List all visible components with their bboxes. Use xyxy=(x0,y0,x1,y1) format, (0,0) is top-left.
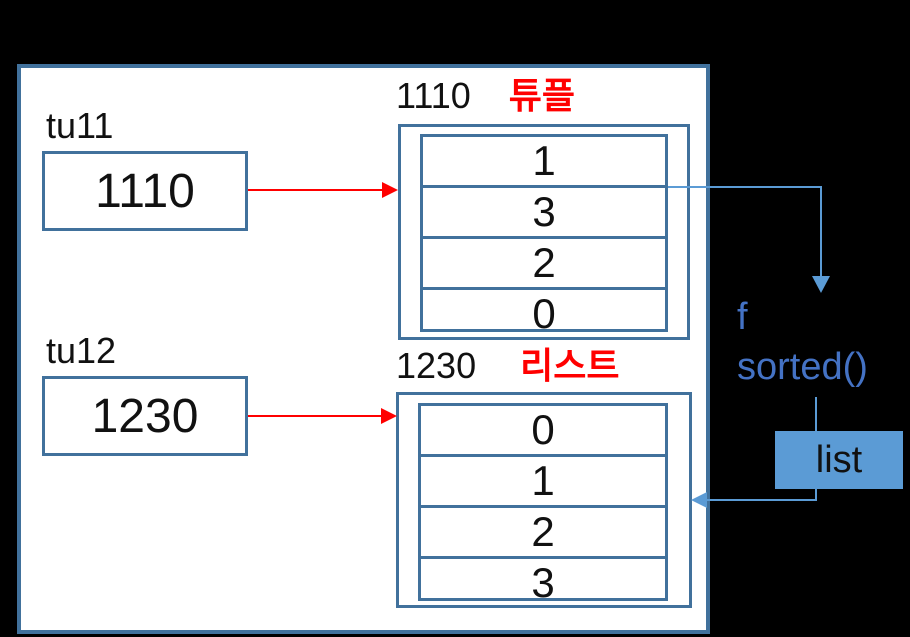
tuple-cell: 2 xyxy=(423,239,665,290)
list-cell: 1 xyxy=(421,457,665,508)
list-object-label: 1230 리스트 xyxy=(396,346,619,386)
variable-box-tu12: 1230 xyxy=(42,376,248,456)
variable-label-tu11: tu11 xyxy=(46,105,114,146)
list-cell: 0 xyxy=(421,406,665,457)
tuple-object-table: 1 3 2 0 xyxy=(420,134,668,337)
result-badge-label: list xyxy=(815,438,863,481)
variable-value-tu12: 1230 xyxy=(91,389,199,443)
tuple-cell: 0 xyxy=(532,290,556,337)
list-cell: 3 xyxy=(531,559,555,606)
list-address: 1230 xyxy=(396,345,477,386)
list-cell: 2 xyxy=(421,508,665,559)
list-type-label: 리스트 xyxy=(520,345,620,386)
tuple-object-label: 1110 튜플 xyxy=(396,76,575,116)
tuple-type-label: 튜플 xyxy=(508,75,575,116)
result-badge: list xyxy=(775,431,903,489)
tuple-cell: 1 xyxy=(423,137,665,188)
variable-value-tu11: 1110 xyxy=(95,164,195,218)
function-annotation: f sorted() xyxy=(737,292,868,392)
variable-box-tu11: 1110 xyxy=(42,151,248,231)
variable-label-tu12: tu12 xyxy=(46,330,117,371)
tuple-address: 1110 xyxy=(396,75,471,116)
list-object-table: 0 1 2 3 xyxy=(418,403,668,606)
tuple-cell: 3 xyxy=(423,188,665,239)
function-prefix: f xyxy=(737,296,748,338)
function-name: sorted() xyxy=(737,346,868,388)
